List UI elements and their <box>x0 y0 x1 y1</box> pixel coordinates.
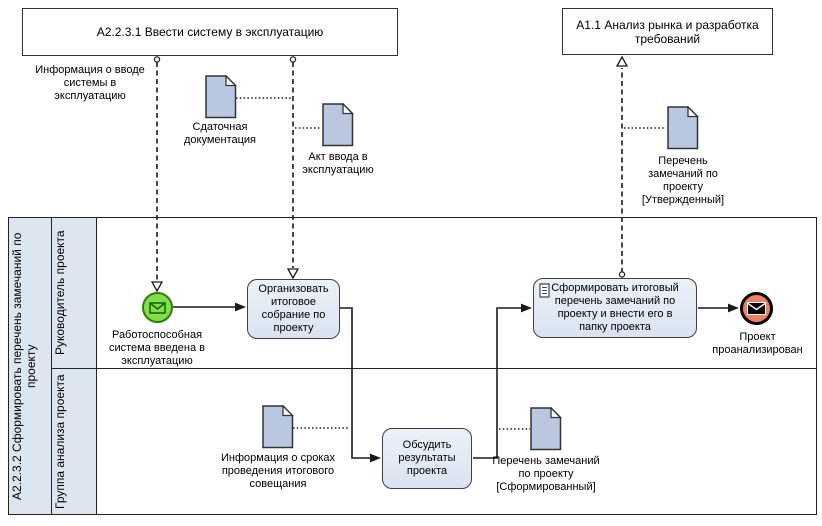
message-icon <box>149 301 166 314</box>
lane-title-project-manager: Руководитель проекта <box>52 230 67 356</box>
document-handover-docs-label: Сдаточная документация <box>183 121 257 146</box>
start-event-label: Работоспособная система введена в эксплу… <box>109 329 205 367</box>
document-icon <box>667 105 700 150</box>
end-event-label: Проект проанализирован <box>712 331 803 356</box>
document-commissioning-act-label: Акт ввода в эксплуатацию <box>302 151 374 176</box>
lane-title-analysis-group: Группа анализа проекта <box>52 374 67 509</box>
document-meeting-schedule-info-label: Информация о сроках проведения итогового… <box>221 452 335 490</box>
script-icon <box>539 283 550 298</box>
flow-label-system-input-info: Информация о вводе системы в эксплуатаци… <box>35 64 145 102</box>
document-remarks-formed[interactable] <box>530 406 563 456</box>
document-icon <box>262 404 295 449</box>
message-icon <box>747 302 766 315</box>
task-form-final-list[interactable]: Сформировать итоговый перечень замечаний… <box>533 278 697 338</box>
task-organize-meeting-label: Организовать итоговое собрание по проект… <box>258 283 329 334</box>
task-organize-meeting[interactable]: Организовать итоговое собрание по проект… <box>247 279 340 339</box>
pool-title-cell[interactable]: A2.2.3.2 Сформировать перечень замечаний… <box>8 217 52 515</box>
task-form-final-list-label: Сформировать итоговый перечень замечаний… <box>551 282 679 333</box>
external-activity-a11[interactable]: A1.1 Анализ рынка и разработка требовани… <box>562 8 773 55</box>
lane-header-project-manager[interactable]: Руководитель проекта <box>50 217 97 370</box>
task-discuss-results[interactable]: Обсудить результаты проекта <box>382 428 472 489</box>
document-meeting-schedule-info[interactable] <box>262 404 295 454</box>
lane-divider <box>95 367 816 369</box>
task-discuss-results-label: Обсудить результаты проекта <box>398 439 456 477</box>
start-event-message[interactable] <box>142 292 173 323</box>
end-event-message[interactable] <box>740 292 773 325</box>
document-icon <box>205 74 238 119</box>
external-activity-a2231[interactable]: A2.2.3.1 Ввести систему в эксплуатацию <box>22 8 398 56</box>
document-commissioning-act[interactable] <box>322 102 355 152</box>
document-icon <box>322 102 355 147</box>
external-activity-a2231-label: A2.2.3.1 Ввести систему в эксплуатацию <box>96 25 324 39</box>
pool-title: A2.2.3.2 Сформировать перечень замечаний… <box>10 232 38 500</box>
document-icon <box>530 406 563 451</box>
document-remarks-approved[interactable] <box>667 105 700 155</box>
lane-header-analysis-group[interactable]: Группа анализа проекта <box>50 368 97 515</box>
document-remarks-formed-label: Перечень замечаний по проекту [Сформиров… <box>492 455 600 493</box>
external-activity-a11-label: A1.1 Анализ рынка и разработка требовани… <box>576 17 759 46</box>
document-remarks-approved-label: Перечень замечаний по проекту [Утвержден… <box>641 155 725 206</box>
document-handover-docs[interactable] <box>205 74 238 124</box>
